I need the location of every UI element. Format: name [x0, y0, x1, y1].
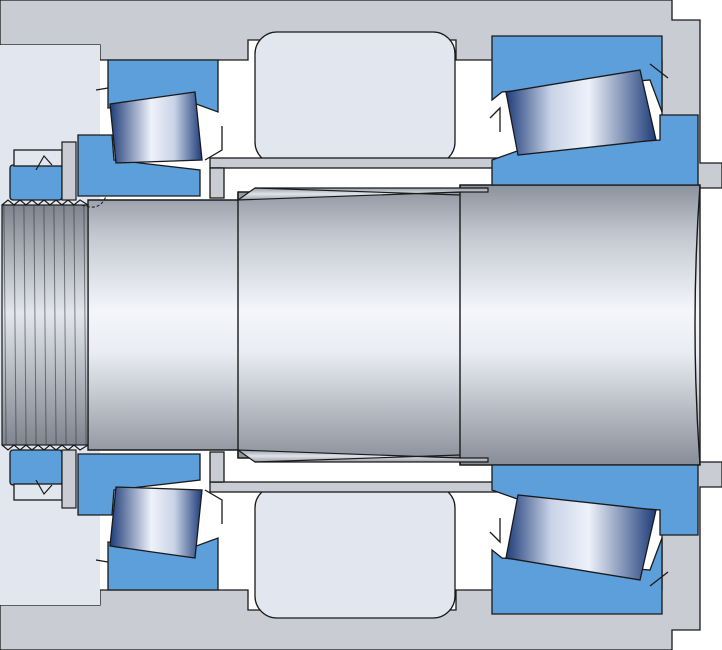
lock-nut [9, 149, 63, 501]
threaded-shaft-end [1, 199, 89, 451]
tapered-sleeve [236, 187, 489, 463]
shaft [87, 184, 701, 466]
lock-washer [35, 141, 77, 509]
right-tapered-roller-bearing-lower [489, 464, 699, 615]
left-tapered-roller-bearing [77, 59, 225, 199]
spacer-ring [209, 31, 501, 619]
right-tapered-roller-bearing [489, 35, 699, 186]
left-tapered-roller-bearing-lower [77, 451, 225, 591]
lock-washer-tab [81, 195, 107, 208]
